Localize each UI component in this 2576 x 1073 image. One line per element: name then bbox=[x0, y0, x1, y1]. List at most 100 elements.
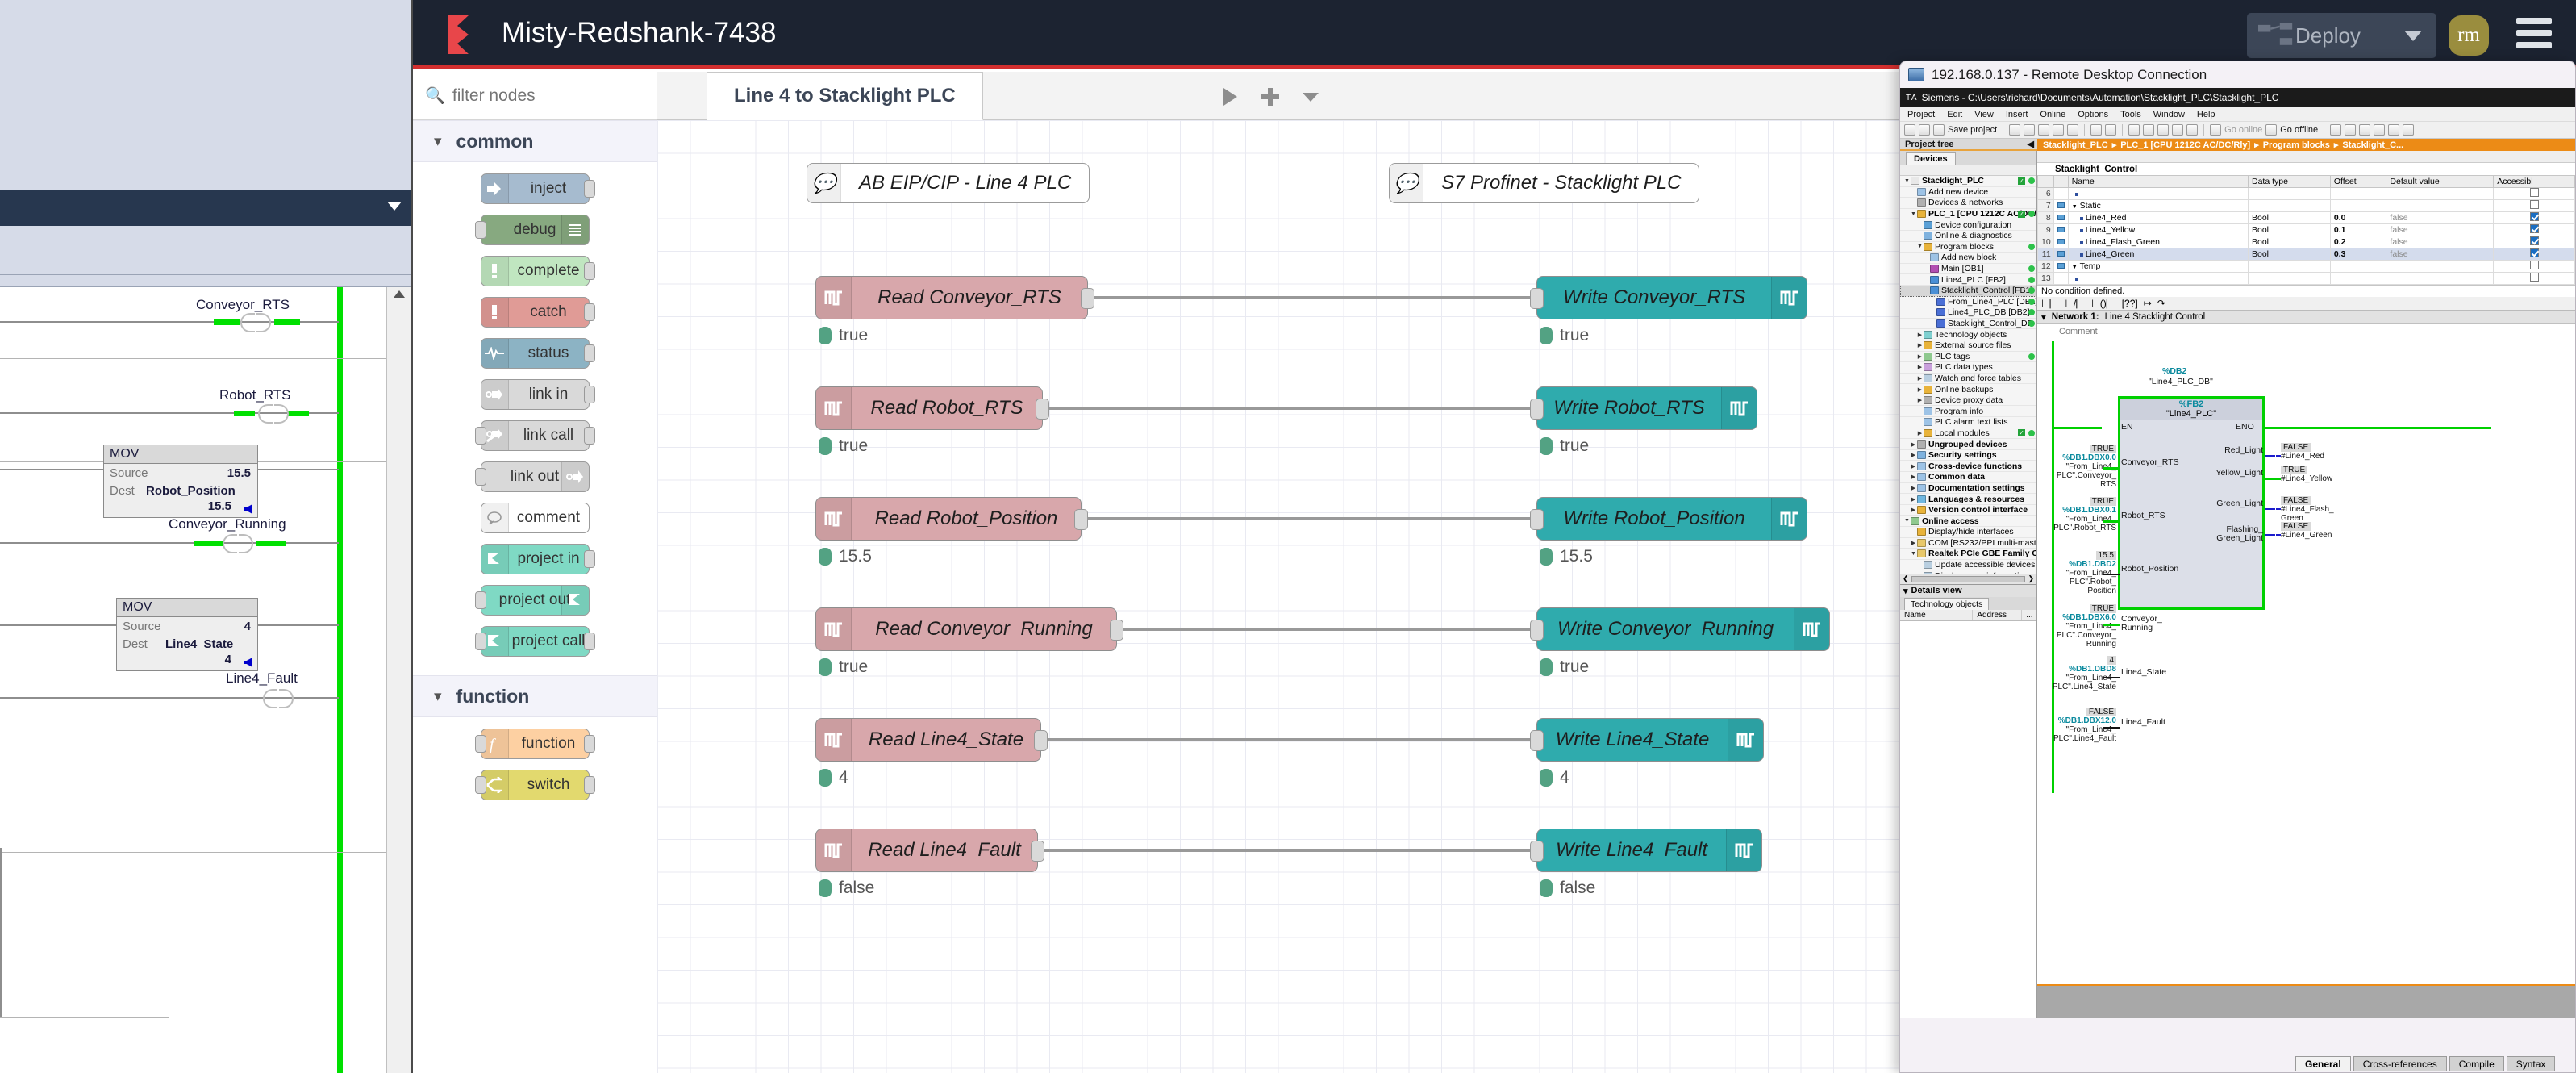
tree-item[interactable]: ▼Stacklight_PLC✓ bbox=[1900, 176, 2036, 187]
variable-name[interactable] bbox=[2067, 187, 2249, 200]
node-output-port[interactable] bbox=[583, 344, 595, 362]
rslogix-ladder-window[interactable]: Conveyor_RTS Robot_RTS MOV Source 15.5 D… bbox=[0, 0, 413, 1073]
variable-table-toolbar[interactable] bbox=[2037, 151, 2575, 163]
tree-item[interactable]: Update accessible devices bbox=[1900, 560, 2036, 571]
chevron-down-icon[interactable]: ▾ bbox=[1903, 586, 1908, 596]
write-node[interactable]: Write Conveyor_RTS bbox=[1530, 276, 1807, 319]
write-node[interactable]: Write Line4_Fault bbox=[1530, 829, 1762, 872]
variable-row[interactable]: 13 bbox=[2037, 272, 2575, 285]
node-input-port[interactable] bbox=[474, 427, 486, 445]
column-header-name[interactable]: Name bbox=[2067, 175, 2249, 188]
save-project-label[interactable]: Save project bbox=[1948, 125, 1998, 135]
read-node[interactable]: Read Conveyor_Running bbox=[815, 607, 1123, 651]
flow-menu-button[interactable] bbox=[1294, 83, 1327, 111]
tree-expander[interactable]: ▼ bbox=[1917, 244, 1923, 250]
variable-data-type[interactable]: Bool bbox=[2247, 248, 2331, 261]
tree-expander[interactable]: ▼ bbox=[1911, 211, 1916, 217]
tree-item[interactable]: ▶Watch and force tables bbox=[1900, 374, 2036, 385]
go-offline-label[interactable]: Go offline bbox=[2280, 125, 2319, 135]
tab-line4-to-stacklight-plc[interactable]: Line 4 to Stacklight PLC bbox=[707, 72, 983, 120]
tree-expander[interactable]: ▶ bbox=[1911, 496, 1916, 503]
deploy-button[interactable]: Deploy bbox=[2247, 13, 2436, 58]
palette-node-project-call[interactable]: project call bbox=[474, 626, 595, 657]
tree-item[interactable]: Stacklight_Control [FB1] bbox=[1900, 285, 2036, 297]
variable-data-type[interactable] bbox=[2247, 187, 2331, 200]
split-horizontal-icon[interactable] bbox=[2388, 124, 2400, 136]
normally-open-contact-icon[interactable]: ⊢⎸ bbox=[2041, 297, 2060, 309]
tree-item[interactable]: ▶Version control interface bbox=[1900, 505, 2036, 516]
empty-box-icon[interactable]: [??] bbox=[2121, 298, 2138, 309]
node-output-port[interactable] bbox=[583, 776, 595, 794]
tree-item[interactable]: Add new block bbox=[1900, 253, 2036, 264]
tree-expander[interactable]: ▶ bbox=[1917, 332, 1923, 338]
node-input-port[interactable] bbox=[474, 221, 486, 239]
comment-node-right[interactable]: 💬 S7 Profinet - Stacklight PLC bbox=[1389, 163, 1700, 203]
tree-expander[interactable]: ▶ bbox=[1911, 474, 1916, 481]
variable-default-value[interactable] bbox=[2386, 199, 2495, 212]
main-menu-button[interactable] bbox=[2516, 18, 2552, 50]
tree-expander[interactable]: ▶ bbox=[1917, 375, 1923, 382]
menu-help[interactable]: Help bbox=[2196, 109, 2215, 119]
variable-data-type[interactable]: Bool bbox=[2247, 223, 2331, 236]
variable-data-type[interactable]: Bool bbox=[2247, 236, 2331, 248]
diagnostics-icon[interactable] bbox=[2330, 124, 2342, 136]
breadcrumb-item[interactable]: Stacklight_PLC bbox=[2043, 140, 2108, 150]
variable-name[interactable]: Line4_Flash_Green bbox=[2067, 236, 2249, 248]
delete-icon[interactable] bbox=[2067, 124, 2079, 136]
variable-default-value[interactable] bbox=[2386, 260, 2495, 273]
tree-expander[interactable]: ▶ bbox=[1911, 453, 1916, 459]
fbd-output-signal[interactable]: TRUE#Line4_Yellow bbox=[2281, 466, 2332, 483]
variable-data-type[interactable] bbox=[2247, 260, 2331, 273]
variable-row[interactable]: 6 bbox=[2037, 187, 2575, 200]
variable-accessible[interactable] bbox=[2493, 260, 2575, 273]
variable-name[interactable]: ▼Static bbox=[2067, 199, 2249, 212]
read-node[interactable]: Read Line4_Fault bbox=[815, 829, 1044, 872]
variable-name[interactable]: Line4_Yellow bbox=[2067, 223, 2249, 236]
compile-icon[interactable] bbox=[2128, 124, 2140, 136]
node-output-port[interactable] bbox=[583, 262, 595, 280]
node-output-port[interactable] bbox=[583, 735, 595, 753]
node-output-port[interactable] bbox=[1031, 841, 1044, 862]
open-project-icon[interactable] bbox=[1919, 124, 1930, 136]
variable-accessible[interactable] bbox=[2493, 248, 2575, 261]
palette-node-link-out[interactable]: link out bbox=[474, 461, 590, 492]
tree-expander[interactable]: ▼ bbox=[1911, 550, 1916, 557]
details-column-header[interactable]: Name bbox=[1900, 609, 1974, 620]
output-coil[interactable] bbox=[252, 404, 295, 424]
tree-item[interactable]: ▶Documentation settings bbox=[1900, 483, 2036, 495]
breadcrumb-item[interactable]: Program blocks bbox=[2262, 140, 2330, 150]
flow-wire[interactable] bbox=[1094, 296, 1530, 299]
tree-item[interactable]: ▶Languages & resources bbox=[1900, 494, 2036, 505]
node-input-port[interactable] bbox=[1530, 288, 1544, 309]
ladder-scrollbar[interactable] bbox=[386, 287, 411, 1073]
tree-item[interactable]: Device configuration bbox=[1900, 219, 2036, 231]
scrollbar-thumb[interactable] bbox=[1911, 575, 2026, 582]
chevron-down-icon[interactable]: ▼ bbox=[2071, 265, 2078, 270]
close-all-icon[interactable] bbox=[2374, 124, 2386, 136]
tree-item[interactable]: ▶Device proxy data bbox=[1900, 395, 2036, 407]
variable-data-type[interactable]: Bool bbox=[2247, 211, 2331, 224]
menu-options[interactable]: Options bbox=[2078, 109, 2109, 119]
node-input-port[interactable] bbox=[1530, 620, 1544, 641]
palette-node-inject[interactable]: inject bbox=[480, 173, 595, 204]
node-output-port[interactable] bbox=[583, 386, 595, 403]
chevron-down-icon[interactable] bbox=[2404, 30, 2422, 41]
tree-item[interactable]: ▶Technology objects bbox=[1900, 329, 2036, 340]
fbd-output-signal[interactable]: FALSE#Line4_Red bbox=[2281, 443, 2324, 461]
network-comment[interactable]: Comment bbox=[2059, 327, 2098, 336]
tree-item[interactable]: From_Line4_PLC [DB1] bbox=[1900, 297, 2036, 308]
tree-item[interactable]: Online & diagnostics bbox=[1900, 231, 2036, 242]
tree-item[interactable]: Display/hide interfaces bbox=[1900, 527, 2036, 538]
tab-devices[interactable]: Devices bbox=[1900, 151, 2036, 165]
palette-node-link-call[interactable]: link call bbox=[474, 420, 595, 451]
tree-expander[interactable]: ▶ bbox=[1917, 430, 1923, 436]
details-column-header[interactable]: ... bbox=[2022, 609, 2036, 620]
tree-item[interactable]: ▶Cross-device functions bbox=[1900, 461, 2036, 473]
project-tree-header[interactable]: Project tree ◀ bbox=[1900, 139, 2037, 151]
node-input-port[interactable] bbox=[1530, 841, 1544, 862]
tree-item[interactable]: Devices & networks bbox=[1900, 198, 2036, 209]
function-block-call[interactable]: %FB2 "Line4_PLC" bbox=[2118, 396, 2265, 610]
